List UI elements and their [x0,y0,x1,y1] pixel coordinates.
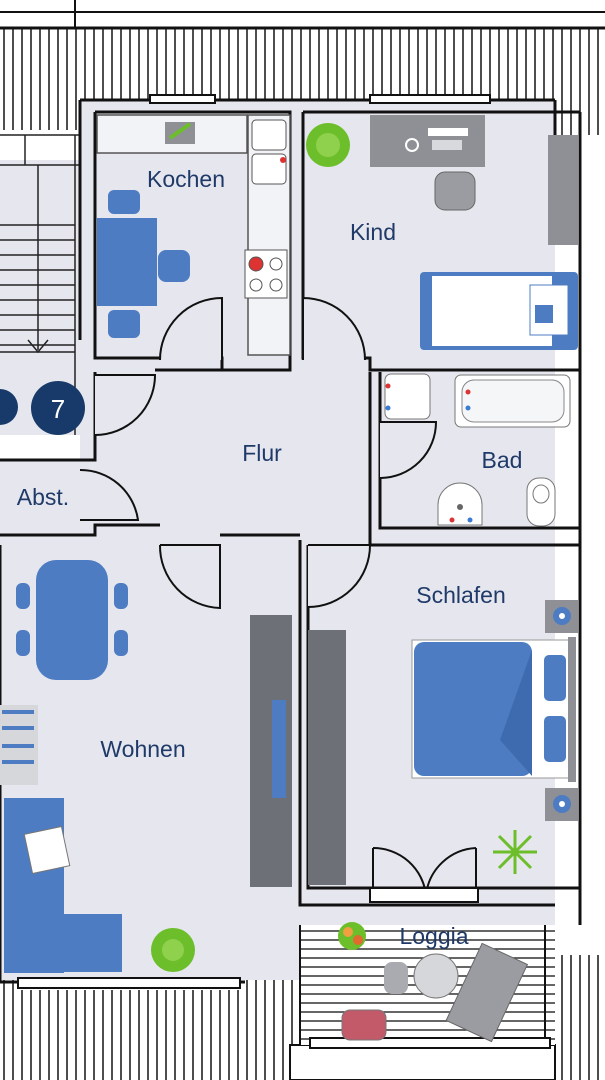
room-label-bad: Bad [482,447,523,473]
doors [79,296,479,903]
kind-furniture [306,115,578,350]
apartment-number: 7 [51,394,65,424]
loggia-furniture [338,922,529,1043]
room-label-kind: Kind [350,219,396,245]
schlafen-furniture [308,600,578,885]
room-label-flur: Flur [242,440,282,466]
room-label-abst: Abst. [17,484,69,510]
apartment-badge: 7 [0,381,85,435]
bathroom-fixtures [384,373,571,527]
windows [17,94,551,1049]
plant-schlafen [493,830,537,874]
room-label-kochen: Kochen [147,166,225,192]
room-label-schlafen: Schlafen [416,582,506,608]
room-label-wohnen: Wohnen [100,736,185,762]
wohnen-furniture [0,560,292,973]
plant-wohnen [151,928,195,972]
room-label-loggia: Loggia [399,923,468,949]
plant-loggia [338,922,366,950]
plant-kind [306,123,350,167]
roof-top [0,0,605,135]
kitchen-furniture [96,114,291,356]
